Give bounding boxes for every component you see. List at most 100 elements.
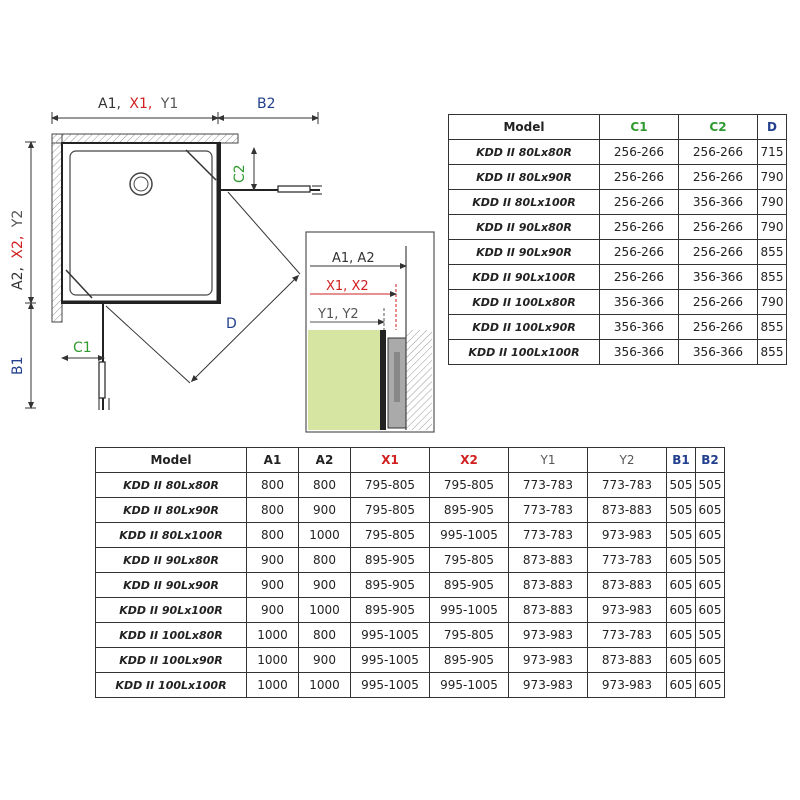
label-a1: A1, [98, 96, 121, 112]
value-cell: 256-266 [599, 189, 679, 215]
value-cell: 895-905 [429, 572, 509, 598]
label-x2: X2, [10, 236, 26, 259]
model-cell: KDD II 90Lx90R [448, 239, 600, 265]
value-cell: 356-366 [599, 339, 679, 365]
model-cell: KDD II 100Lx100R [448, 339, 600, 365]
value-cell: 773-783 [587, 472, 667, 498]
value-cell: 795-805 [350, 522, 430, 548]
value-cell: 605 [695, 597, 725, 623]
value-cell: 773-783 [508, 522, 588, 548]
detail-inset: A1, A2 X1, X2 Y1, Y2 [305, 231, 435, 433]
header-d: D [757, 114, 787, 140]
value-cell: 1000 [246, 622, 299, 648]
svg-text:A1, X1, Y1: A1, X1, Y1 [98, 96, 178, 112]
value-cell: 973-983 [587, 522, 667, 548]
value-cell: 995-1005 [429, 597, 509, 623]
value-cell: 855 [757, 239, 787, 265]
value-cell: 605 [666, 572, 696, 598]
value-cell: 973-983 [587, 597, 667, 623]
value-cell: 256-266 [678, 289, 758, 315]
model-cell: KDD II 100Lx90R [448, 314, 600, 340]
value-cell: 356-366 [678, 339, 758, 365]
model-cell: KDD II 90Lx90R [95, 572, 247, 598]
value-cell: 790 [757, 164, 787, 190]
value-cell: 995-1005 [350, 622, 430, 648]
model-cell: KDD II 100Lx80R [448, 289, 600, 315]
value-cell: 895-905 [350, 597, 430, 623]
glass-enclosure [62, 143, 322, 410]
value-cell: 1000 [246, 672, 299, 698]
value-cell: 256-266 [599, 239, 679, 265]
header-a1: A1 [246, 447, 299, 473]
svg-text:A2, X2, Y2: A2, X2, Y2 [10, 210, 26, 290]
value-cell: 973-983 [508, 622, 588, 648]
model-cell: KDD II 80Lx100R [95, 522, 247, 548]
value-cell: 605 [666, 597, 696, 623]
label-b2: B2 [257, 96, 276, 112]
value-cell: 800 [298, 472, 351, 498]
label-y1: Y1 [160, 96, 178, 112]
value-cell: 973-983 [508, 647, 588, 673]
value-cell: 256-266 [599, 164, 679, 190]
value-cell: 773-783 [587, 547, 667, 573]
value-cell: 605 [666, 672, 696, 698]
value-cell: 900 [246, 572, 299, 598]
value-cell: 790 [757, 289, 787, 315]
label-c2: C2 [232, 164, 248, 183]
detail-label-a: A1, A2 [332, 251, 375, 266]
value-cell: 256-266 [599, 264, 679, 290]
value-cell: 605 [666, 622, 696, 648]
header-y2: Y2 [587, 447, 667, 473]
value-cell: 505 [666, 497, 696, 523]
value-cell: 973-983 [587, 672, 667, 698]
value-cell: 1000 [298, 522, 351, 548]
value-cell: 973-983 [508, 672, 588, 698]
left-dimension: A2, X2, Y2 B1 [10, 141, 36, 409]
label-c1: C1 [73, 340, 92, 356]
value-cell: 505 [695, 472, 725, 498]
value-cell: 873-883 [587, 497, 667, 523]
label-y2: Y2 [10, 210, 26, 228]
header-model: Model [95, 447, 247, 473]
c1-dimension: C1 [61, 340, 105, 361]
value-cell: 800 [246, 497, 299, 523]
value-cell: 900 [298, 497, 351, 523]
value-cell: 995-1005 [429, 672, 509, 698]
value-cell: 800 [298, 622, 351, 648]
header-b1: B1 [666, 447, 696, 473]
model-cell: KDD II 100Lx90R [95, 647, 247, 673]
value-cell: 1000 [298, 597, 351, 623]
header-x2: X2 [429, 447, 509, 473]
value-cell: 795-805 [350, 472, 430, 498]
value-cell: 855 [757, 264, 787, 290]
value-cell: 505 [695, 547, 725, 573]
header-y1: Y1 [508, 447, 588, 473]
value-cell: 505 [666, 522, 696, 548]
value-cell: 855 [757, 314, 787, 340]
shower-tray [61, 142, 221, 304]
value-cell: 605 [695, 647, 725, 673]
value-cell: 795-805 [429, 472, 509, 498]
value-cell: 795-805 [429, 622, 509, 648]
value-cell: 256-266 [599, 139, 679, 165]
model-cell: KDD II 90Lx80R [95, 547, 247, 573]
model-cell: KDD II 80Lx80R [95, 472, 247, 498]
value-cell: 773-783 [508, 472, 588, 498]
model-cell: KDD II 80Lx90R [448, 164, 600, 190]
value-cell: 356-366 [678, 189, 758, 215]
value-cell: 855 [757, 339, 787, 365]
model-cell: KDD II 80Lx100R [448, 189, 600, 215]
